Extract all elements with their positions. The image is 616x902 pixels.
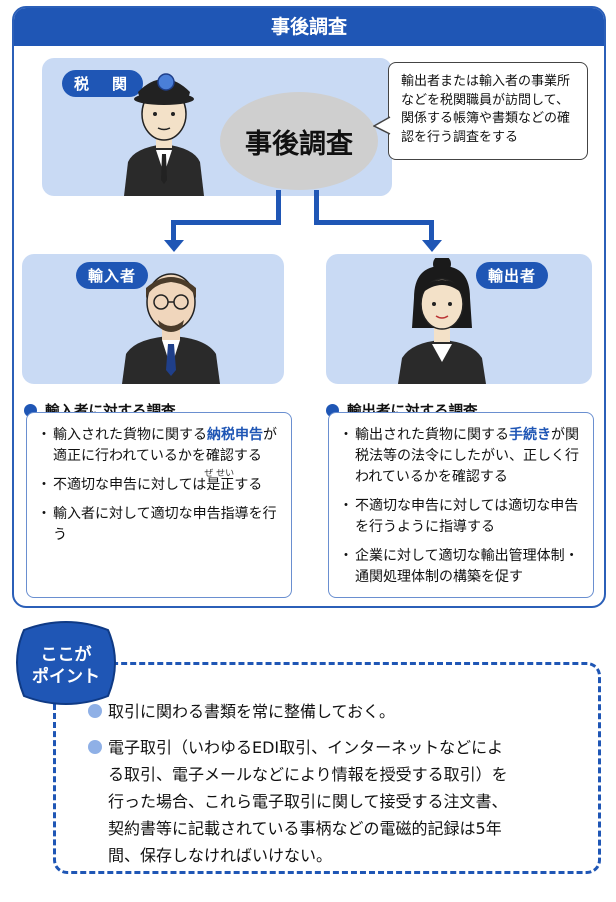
point-item-2-line2: る取引、電子メールなどにより情報を授受する取引）を [108,761,508,788]
list-item: 不適切な申告に対しては適切な申告を行うように指導する [339,496,583,538]
ruby-term: ぜ せい是正 [206,475,234,496]
point-item-2-line3: 行った場合、これら電子取引に関して接受する注文書、 [108,788,508,815]
customs-officer-illustration [114,62,214,196]
item-text: 不適切な申告に対しては適切な申告を行うように指導する [355,498,578,535]
bubble-tail [373,116,391,136]
item-text: する [234,477,262,493]
point-item-2-line4: 契約書等に記載されている事柄などの電磁的記録は5年 [108,815,502,842]
list-item: 輸入者に対して適切な申告指導を行う [37,504,281,546]
point-badge: ここが ポイント [14,620,118,706]
explanation-bubble: 輸出者または輸入者の事業所などを税関職員が訪問して、関係する帳簿や書類などの確認… [388,62,588,160]
badge-line2: ポイント [32,666,100,687]
exporter-illustration [392,258,492,384]
connector-stem-right [314,190,319,224]
item-text: 輸入者に対して適切な申告指導を行う [53,506,277,543]
point-item-2-line5: 間、保存しなければいけない。 [108,842,332,869]
exporter-list: 輸出された貨物に関する手続きが関税法等の法令にしたがい、正しく行われているかを確… [328,412,594,598]
ruby-reading: ぜ せい [204,464,234,485]
connector-stem-left [276,190,281,224]
point-text: 電子取引（いわゆるEDI取引、インターネットなどによ [108,738,503,757]
connector-drop-left [171,220,176,242]
item-text: 企業に対して適切な輸出管理体制・通関処理体制の構築を促す [355,548,579,585]
highlight-term: 納税申告 [207,427,263,443]
point-item-2: 電子取引（いわゆるEDI取引、インターネットなどによ [88,734,503,761]
main-frame: 事後調査 税 関 事後調査 輸出者または輸入者の事業所などを税関職員が訪問して、… [12,6,606,608]
badge-line1: ここが [41,644,92,665]
importer-list: 輸入された貨物に関する納税申告が適正に行われているかを確認する 不適切な申告に対… [26,412,292,598]
list-item: 企業に対して適切な輸出管理体制・通関処理体制の構築を促す [339,546,583,588]
arrow-down-icon [164,240,184,252]
bullet-icon [88,704,102,718]
item-text: 輸出された貨物に関する [355,427,509,443]
highlight-term: 手続き [509,427,551,443]
connector-bar-right [314,220,434,225]
connector-drop-right [429,220,434,242]
connector-bar-left [171,220,281,225]
point-item-1: 取引に関わる書類を常に整備しておく。 [88,698,395,725]
point-text: 取引に関わる書類を常に整備しておく。 [108,702,395,721]
list-item: 輸出された貨物に関する手続きが関税法等の法令にしたがい、正しく行われているかを確… [339,425,583,488]
arrow-down-icon [422,240,442,252]
importer-illustration [116,258,226,384]
page-title: 事後調査 [14,8,604,46]
item-text: 輸入された貨物に関する [53,427,207,443]
bullet-icon [88,740,102,754]
center-ellipse: 事後調査 [220,92,378,190]
list-item: 輸入された貨物に関する納税申告が適正に行われているかを確認する [37,425,281,467]
item-text: 不適切な申告に対しては [53,477,206,493]
